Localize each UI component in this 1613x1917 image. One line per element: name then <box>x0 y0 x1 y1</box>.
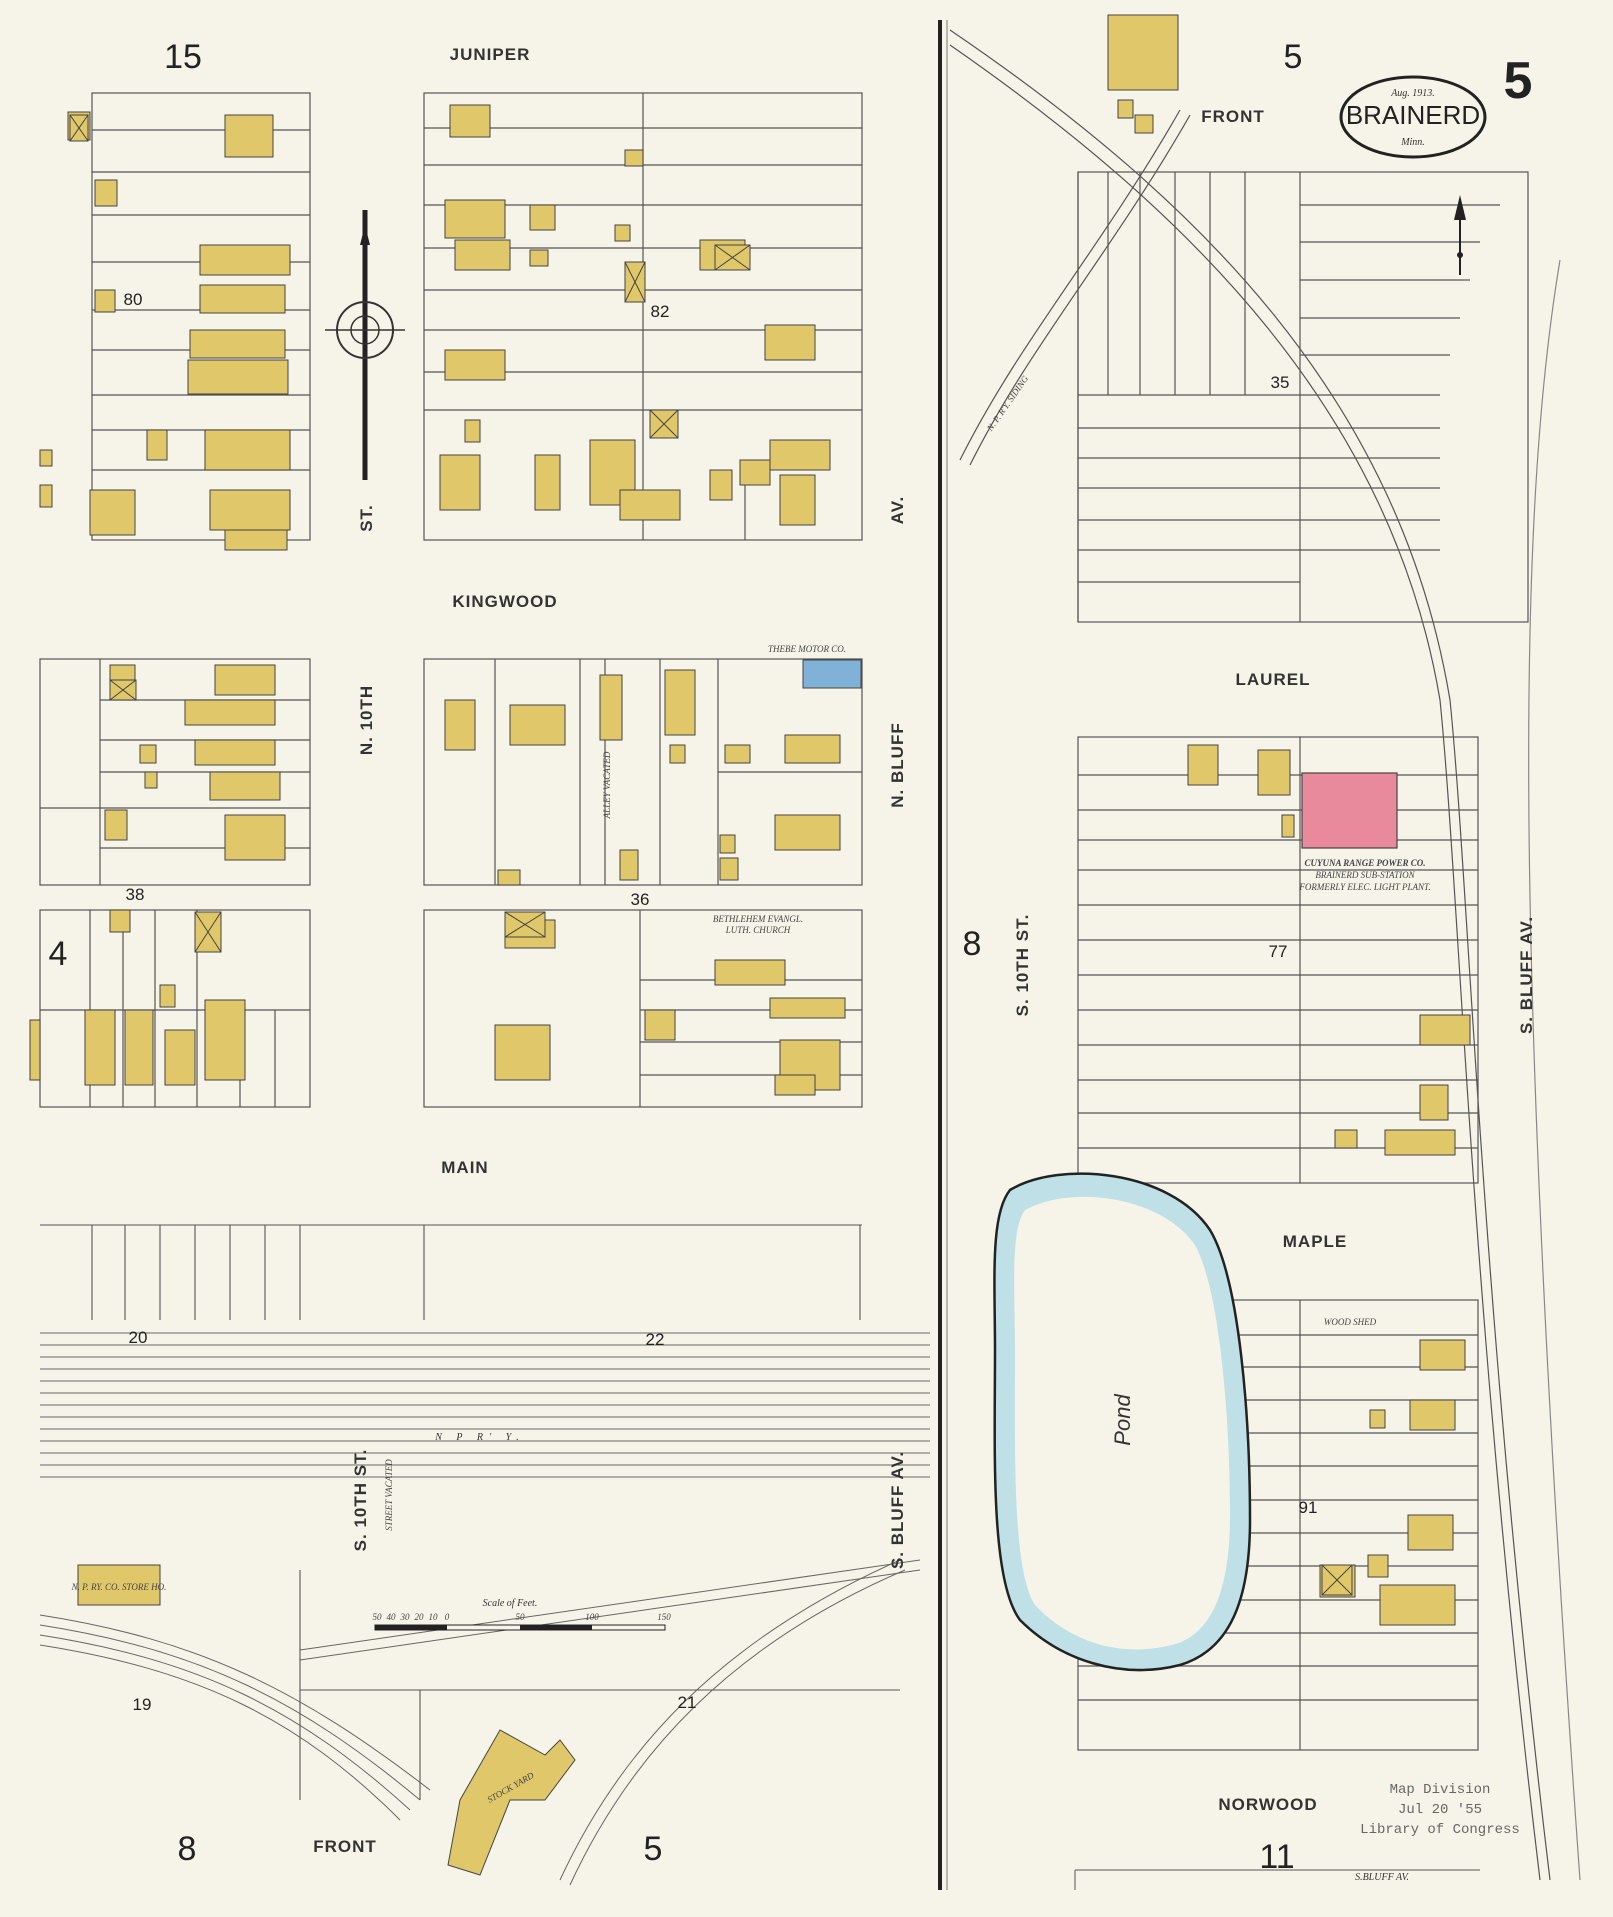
adjoining-sheet-left: 4 <box>49 935 68 973</box>
scale-tick: 150 <box>657 1612 671 1622</box>
adjoining-sheet-bottom-mid: 5 <box>644 1830 663 1868</box>
town-name: BRAINERD <box>1346 100 1480 130</box>
block-number: 77 <box>1269 942 1288 961</box>
adjoining-sheet-right: 8 <box>963 925 982 963</box>
church-label-line2: LUTH. CHURCH <box>725 925 791 935</box>
scale-tick: 50 <box>373 1612 383 1622</box>
scale-title: Scale of Feet. <box>483 1598 538 1609</box>
title-cartouche <box>1339 75 1487 159</box>
store-house-label: N. P. RY. CO. STORE HO. <box>71 1582 167 1592</box>
adjoining-sheet-top-right: 5 <box>1284 38 1303 76</box>
scale-tick: 50 <box>516 1612 526 1622</box>
power-station-building <box>1301 772 1398 849</box>
compass-rose-icon <box>325 210 405 480</box>
street-norwood: NORWOOD <box>1218 1795 1317 1814</box>
block-number: 82 <box>651 302 670 321</box>
pond-label: Pond <box>1110 1394 1135 1446</box>
street-main: MAIN <box>441 1158 488 1177</box>
power-co-label-line1: CUYUNA RANGE POWER CO. <box>1304 858 1425 868</box>
page-number: 5 <box>1504 52 1533 110</box>
stamp-line1: Map Division <box>1390 1782 1491 1798</box>
power-co-label-line2: BRAINERD SUB-STATION <box>1315 870 1415 880</box>
scale-bar: Scale of Feet. 50 40 30 20 10 0 50 100 1… <box>373 1598 671 1631</box>
motor-co-building <box>802 659 862 689</box>
wood-shed-label: WOOD SHED <box>1324 1317 1377 1327</box>
scale-tick: 10 <box>429 1612 439 1622</box>
street-front-bottom: FRONT <box>313 1837 377 1856</box>
block-number: 91 <box>1299 1498 1318 1517</box>
power-co-label-line3: FORMERLY ELEC. LIGHT PLANT. <box>1298 882 1430 892</box>
scale-tick: 40 <box>387 1612 397 1622</box>
church-label-line1: BETHLEHEM EVANGL. <box>713 914 803 924</box>
scale-tick: 100 <box>585 1612 599 1622</box>
alley-vacated-label: ALLEY VACATED <box>602 751 612 819</box>
block-number: 38 <box>126 885 145 904</box>
street-s-bluff-lower: S. BLUFF AV. <box>888 1451 907 1569</box>
block-number: 36 <box>631 890 650 909</box>
stamp-line2: Jul 20 '55 <box>1398 1802 1482 1818</box>
sheet-date: Aug. 1913. <box>1390 88 1435 99</box>
scale-tick: 20 <box>415 1612 425 1622</box>
railway-label: N P R' Y. <box>434 1432 525 1443</box>
north-arrow-icon <box>1454 195 1466 275</box>
street-n-bluff: N. BLUFF <box>888 722 907 807</box>
street-front-top: FRONT <box>1201 107 1265 126</box>
stamp-line3: Library of Congress <box>1360 1822 1520 1838</box>
street-s-bluff-av-bottom: S.BLUFF AV. <box>1355 1872 1410 1883</box>
block-number: 19 <box>133 1695 152 1714</box>
block-number: 80 <box>124 290 143 309</box>
street-n-10th-name: N. 10TH <box>357 685 376 755</box>
street-s-10th: S. 10TH ST. <box>1013 914 1032 1017</box>
street-vacated-label: STREET VACATED <box>384 1459 394 1531</box>
thebe-motor-label: THEBE MOTOR CO. <box>768 644 846 654</box>
scale-tick: 0 <box>445 1612 450 1622</box>
street-maple: MAPLE <box>1283 1232 1348 1251</box>
state-name: Minn. <box>1400 137 1425 148</box>
street-n-10th-st: ST. <box>357 504 376 532</box>
street-kingwood: KINGWOOD <box>452 592 557 611</box>
street-s-bluff: S. BLUFF AV. <box>1517 916 1536 1034</box>
street-s-10th-lower: S. 10TH ST. <box>351 1449 370 1552</box>
block-number: 35 <box>1271 373 1290 392</box>
street-n-bluff-av: AV. <box>888 496 907 525</box>
block-number: 20 <box>129 1328 148 1347</box>
block-number: 21 <box>678 1693 697 1712</box>
scale-tick: 30 <box>400 1612 411 1622</box>
library-stamp: Map Division Jul 20 '55 Library of Congr… <box>1360 1782 1520 1838</box>
block-number: 22 <box>646 1330 665 1349</box>
street-juniper: JUNIPER <box>450 45 531 64</box>
street-laurel: LAUREL <box>1236 670 1311 689</box>
adjoining-sheet-bottom-left: 8 <box>178 1830 197 1868</box>
adjoining-sheet-top-left: 15 <box>164 38 202 76</box>
block-numbers: 80 82 38 36 35 77 91 20 22 19 21 <box>124 290 1318 1714</box>
